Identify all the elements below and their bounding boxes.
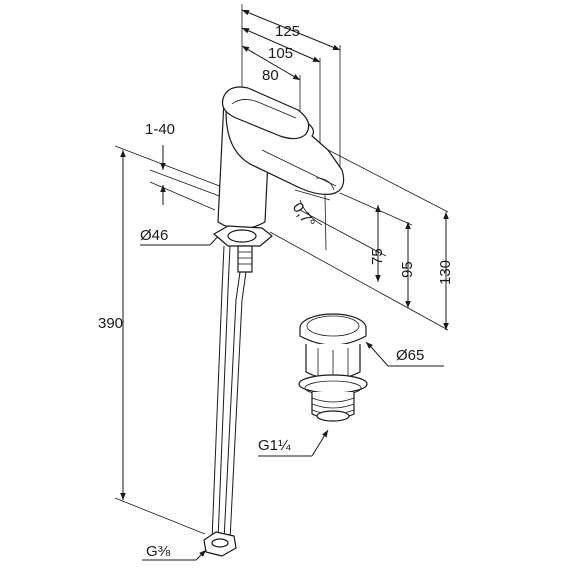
- drain-thread-leader: [258, 429, 329, 457]
- supply-hoses: [211, 245, 247, 541]
- height-95-label: 95: [399, 261, 416, 278]
- total-height-dimension: [114, 145, 231, 535]
- hose-thread-leader: [142, 549, 207, 561]
- dimension-125-label: 125: [275, 23, 300, 40]
- popup-drain: [298, 313, 368, 422]
- mounting-stud: [237, 245, 253, 273]
- height-75-label: 75: [369, 248, 386, 265]
- total-height-label: 390: [98, 315, 123, 332]
- hose-end-fitting: [203, 531, 237, 557]
- dimension-105-label: 105: [268, 45, 293, 62]
- drain-diameter-label: Ø65: [396, 347, 424, 364]
- height-130-label: 130: [437, 260, 454, 285]
- faucet-base-flange: [213, 225, 273, 247]
- dimension-80-label: 80: [262, 67, 279, 84]
- drain-diameter-leader: [365, 341, 444, 367]
- adjust-range-label: 1-40: [145, 121, 175, 138]
- top-dimension-lines: [241, 4, 341, 180]
- faucet-body: [217, 86, 345, 230]
- spout-angle-label: 0,7°: [289, 200, 318, 232]
- hose-thread-label: G⅜: [146, 543, 171, 560]
- base-diameter-label: Ø46: [140, 227, 168, 244]
- drain-thread-label: G1¼: [258, 437, 291, 454]
- spout-angle-dimension: [294, 189, 331, 251]
- adjust-range-dimension: [149, 145, 231, 211]
